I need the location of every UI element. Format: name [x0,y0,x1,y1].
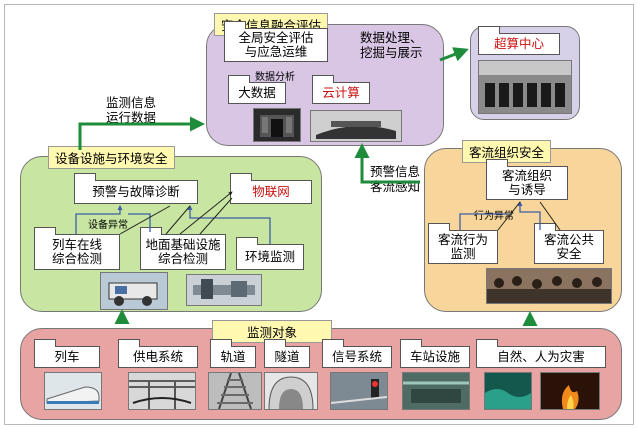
track-photo [208,372,262,410]
object-station-facilities: 车站设施 [400,339,470,368]
track-icon [217,373,253,409]
monitor-info-label: 监测信息 运行数据 [106,95,157,125]
station-icon [403,373,469,409]
train-icon [46,386,100,404]
catenary-icon [129,380,195,409]
server-icon [260,115,294,137]
processing-label: 数据处理、 挖掘与展示 [360,30,423,60]
equipment-abnormal-label: 设备异常 [88,220,128,231]
iot-box: 物联网 [230,173,312,204]
passenger-behavior-box: 客流行为 监测 [428,223,498,264]
object-tunnel: 隧道 [264,339,310,368]
disaster-fire-photo [540,372,600,410]
console-icon [316,121,396,139]
big-data-box: 大数据 [228,75,286,104]
signal-icon [331,373,387,409]
blue-arrows [75,200,541,244]
object-train: 列车 [34,339,100,368]
inspection-vehicle-image [100,272,168,310]
passenger-public-safety-box: 客流公共 安全 [534,223,604,264]
power-photo [128,372,196,410]
object-disasters: 自然、人为灾害 [476,339,606,368]
data-center-image [253,108,301,142]
equipment-safety-title: 设备设施与环境安全 [48,146,175,169]
station-photo [402,372,470,410]
rail-equipment-image [186,274,262,306]
warning-diagnosis-box: 预警与故障诊断 [74,173,198,204]
crowd-icon [487,269,611,303]
disaster-water-photo [484,372,532,410]
behavior-abnormal-label: 行为异常 [474,211,514,222]
arrow-passenger-to-fusion [354,143,420,184]
arrow-to-supercomputing [439,47,469,62]
train-online-detect-box: 列车在线 综合检测 [34,227,120,270]
green-arrows [78,47,538,326]
fire-icon [541,373,599,409]
global-safety-box: 全局安全评估 与应急运维 [224,21,328,62]
server-racks-icon [479,61,571,113]
object-track: 轨道 [210,339,256,368]
data-analysis-label: 数据分析 [255,72,295,83]
train-photo [44,372,102,410]
crowd-image [486,268,612,304]
object-power-supply: 供电系统 [118,339,198,368]
server-room-image [478,60,572,114]
ground-infra-detect-box: 地面基础设施 综合检测 [140,227,226,270]
control-room-image [310,110,402,142]
passenger-organization-box: 客流组织 与诱导 [486,159,568,200]
inspection-vehicle-icon [108,282,158,306]
arrow-equipment-to-fusion [78,116,205,150]
object-signal-system: 信号系统 [322,339,392,368]
environment-monitor-box: 环境监测 [236,237,304,270]
cloud-computing-box: 云计算 [312,75,370,104]
supercomputing-title-box: 超算中心 [478,26,560,55]
rail-equipment-icon [193,279,255,299]
flood-icon [485,373,531,409]
black-lines [119,191,561,235]
tunnel-photo [264,372,318,410]
signal-photo [330,372,388,410]
tunnel-icon [268,376,314,409]
